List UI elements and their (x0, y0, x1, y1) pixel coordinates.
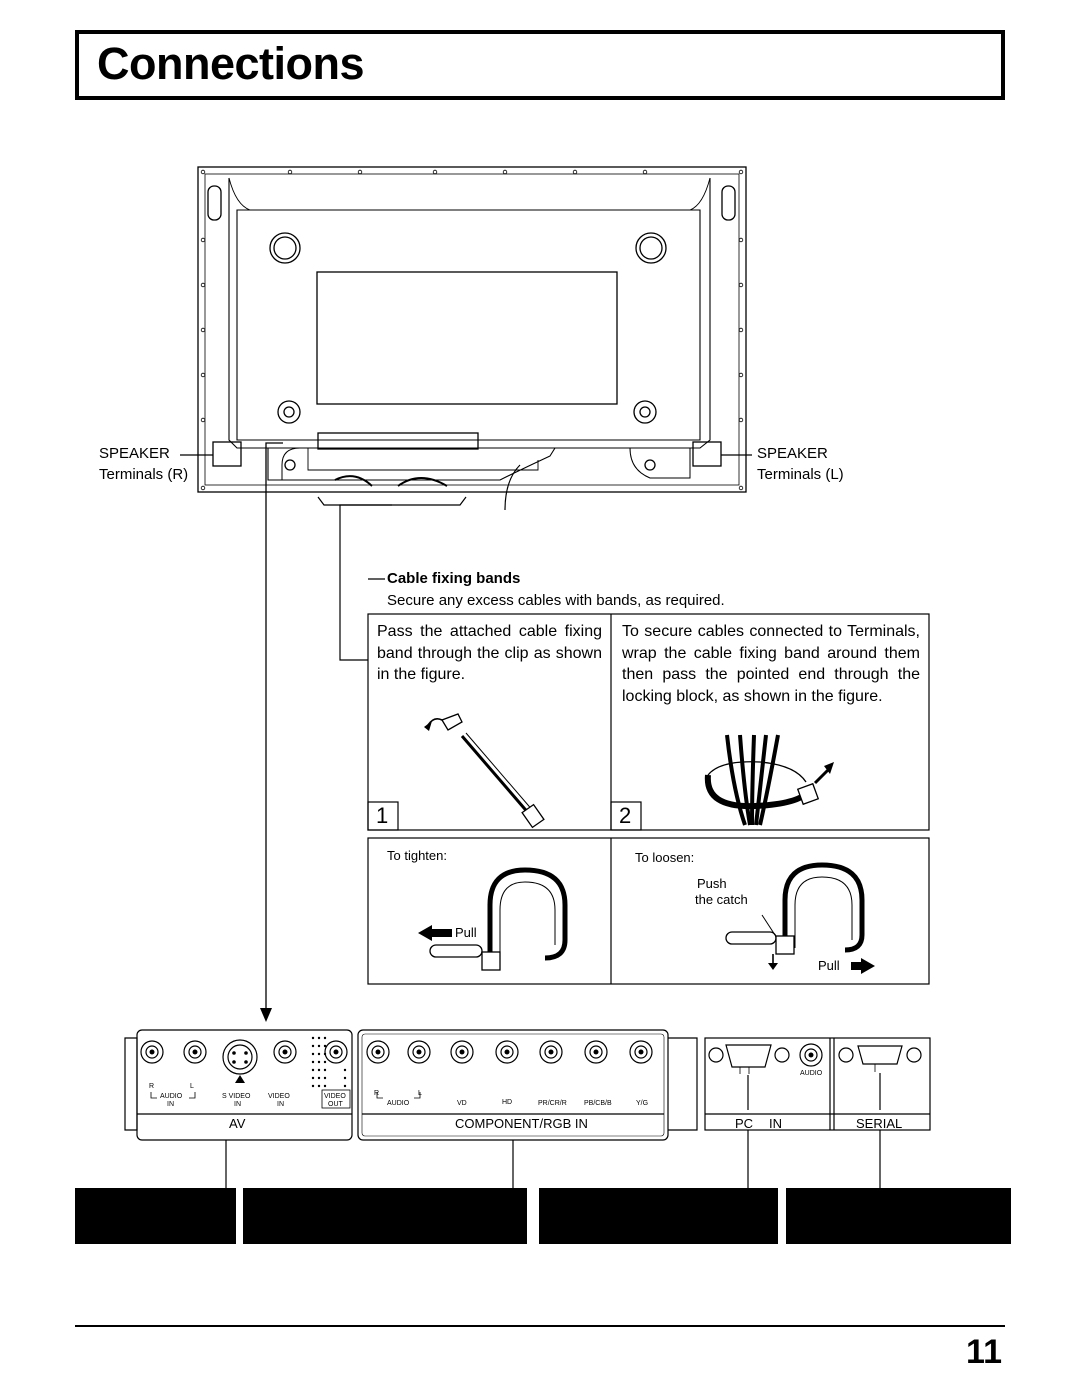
comp-pb: PB/CB/B (584, 1100, 612, 1107)
speaker-r-label: SPEAKER (99, 445, 170, 462)
av-video-in: IN (277, 1101, 284, 1108)
speaker-l-terminals: Terminals (L) (757, 466, 844, 483)
comp-hd: HD (502, 1099, 513, 1106)
page-title: Connections (97, 38, 365, 89)
av-bar (75, 1188, 236, 1244)
av-video: VIDEO (268, 1093, 290, 1100)
loosen-push: Push (697, 876, 727, 891)
av-svideo-in: IN (234, 1101, 241, 1108)
cable-bands-intro: Secure any excess cables with bands, as … (387, 592, 725, 609)
tighten-pull: Pull (455, 925, 477, 940)
comp-audio-l: L (418, 1090, 422, 1097)
pc-audio: AUDIO (800, 1070, 823, 1077)
av-video-out-1: VIDEO (324, 1093, 346, 1100)
av-audio-l: L (190, 1083, 194, 1090)
av-svideo: S VIDEO (222, 1093, 251, 1100)
comp-audio-r: R (374, 1090, 380, 1097)
av-audio-in: IN (167, 1101, 174, 1108)
loosen-catch: the catch (695, 892, 748, 907)
page-number: 11 (966, 1333, 1002, 1371)
av-video-out-2: OUT (328, 1101, 343, 1108)
footer-rule (75, 1325, 1005, 1327)
pc-label: PC (735, 1116, 754, 1131)
comp-vd: VD (457, 1100, 467, 1107)
av-audio-r: R (149, 1083, 155, 1090)
av-label: AV (229, 1116, 246, 1131)
cable-bands-heading: Cable fixing bands (387, 570, 521, 587)
av-audio: AUDIO (160, 1093, 183, 1100)
component-bar (243, 1188, 527, 1244)
loosen-label: To loosen: (635, 850, 695, 865)
speaker-l-label: SPEAKER (757, 445, 828, 462)
speaker-r-terminals: Terminals (R) (99, 466, 189, 483)
step1-number: 1 (376, 803, 389, 828)
step2-text: To secure cables connected to Terminals,… (622, 623, 920, 705)
title-frame (75, 30, 1005, 100)
component-label: COMPONENT/RGB IN (455, 1116, 588, 1131)
step2-number: 2 (619, 803, 632, 828)
tighten-label: To tighten: (387, 848, 447, 863)
serial-bar (786, 1188, 1011, 1244)
serial-label: SERIAL (856, 1116, 903, 1131)
pc-in-label: IN (769, 1116, 782, 1131)
comp-yg: Y/G (636, 1100, 649, 1107)
comp-audio: AUDIO (387, 1100, 410, 1107)
comp-pr: PR/CR/R (538, 1100, 567, 1107)
loosen-pull: Pull (818, 958, 840, 973)
pc-bar (539, 1188, 778, 1244)
step1-text: Pass the attached cable fixing band thro… (377, 623, 602, 683)
